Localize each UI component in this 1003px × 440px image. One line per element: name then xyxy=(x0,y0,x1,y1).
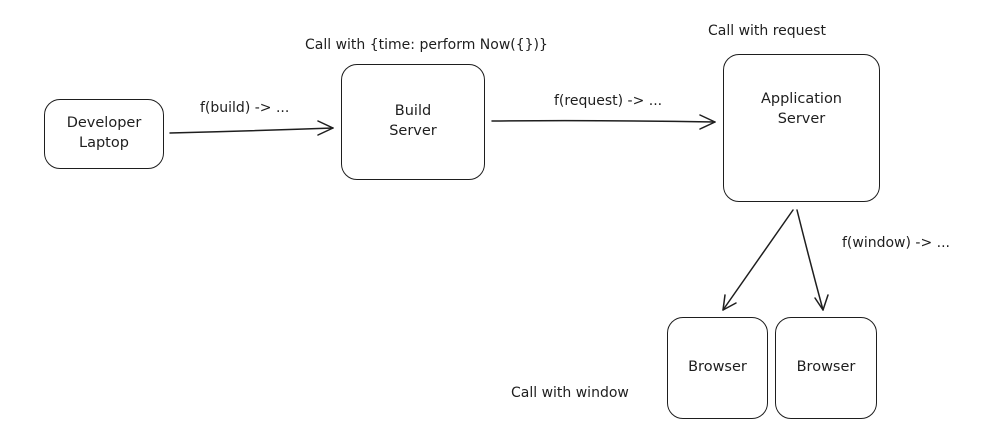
developer-laptop-node: Developer Laptop xyxy=(44,99,164,169)
build-server-label-line1: Build xyxy=(394,103,432,120)
browser-2-label: Browser xyxy=(796,359,856,376)
arrow-build-to-app xyxy=(491,114,716,130)
build-server-node: Build Server xyxy=(341,64,485,180)
developer-laptop-label-line2: Laptop xyxy=(79,135,129,151)
annotation-build-server: Call with {time: perform Now({})} xyxy=(305,37,548,53)
annotation-application-server: Call with request xyxy=(708,23,826,39)
annotation-browsers: Call with window xyxy=(511,385,629,401)
application-server-label-line1: Application xyxy=(760,91,843,108)
browser-node-2: Browser xyxy=(775,317,877,419)
application-server-label-line2: Server xyxy=(777,111,826,127)
browser-node-1: Browser xyxy=(667,317,768,419)
arrow-app-to-browser-1 xyxy=(722,209,794,311)
edge-label-app-to-browsers: f(window) -> ... xyxy=(842,235,951,251)
application-server-node: Application Server xyxy=(723,54,880,202)
arrow-app-to-browser-2 xyxy=(796,209,829,311)
build-server-label-line2: Server xyxy=(389,123,437,139)
browser-1-label: Browser xyxy=(688,359,747,376)
arrow-laptop-to-build xyxy=(169,120,334,136)
edge-label-build-to-app: f(request) -> ... xyxy=(554,93,663,109)
edge-label-laptop-to-build: f(build) -> ... xyxy=(200,100,290,116)
developer-laptop-label-line1: Developer xyxy=(66,115,142,132)
